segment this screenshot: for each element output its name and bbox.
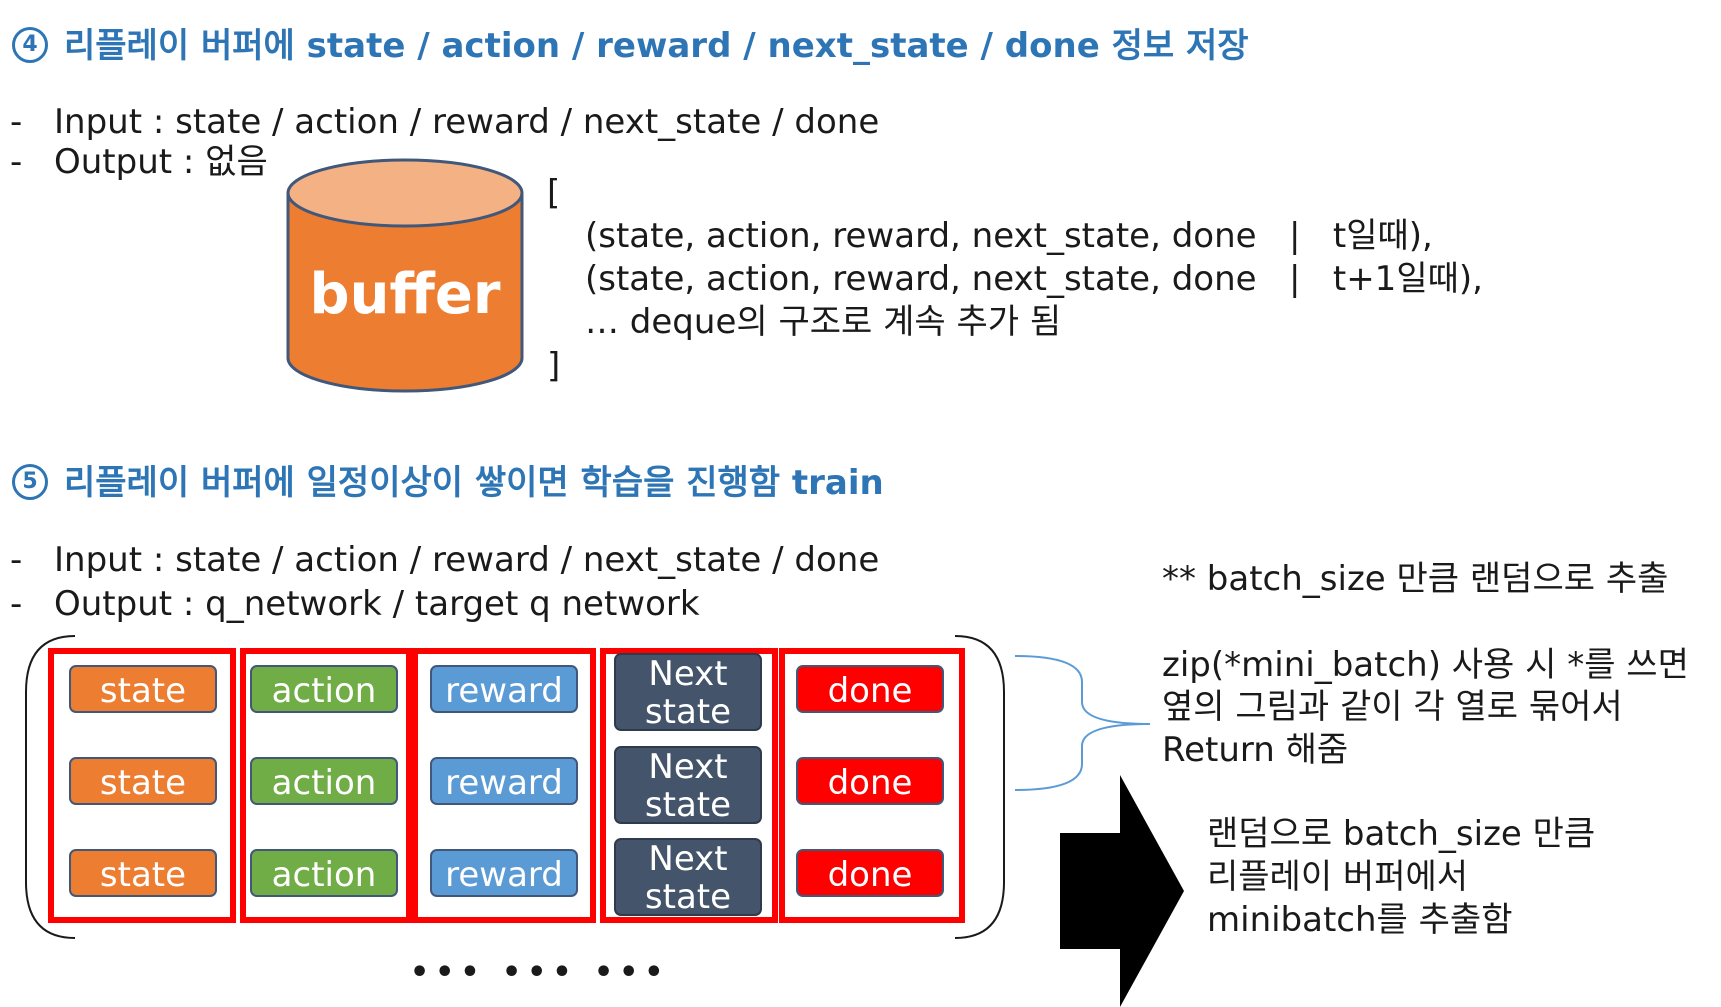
cell-state-3: state [69, 849, 217, 897]
cell-action-1: action [250, 665, 398, 713]
cell-next-state-2: Next state [614, 746, 762, 824]
section4-output: -Output : 없음 [10, 142, 268, 182]
cell-reward-2: reward [430, 757, 578, 805]
big-arrow-icon [1060, 775, 1184, 1007]
note-zip-line-2: 옆의 그림과 같이 각 열로 묶어서 [1162, 687, 1623, 727]
note-arrow-line-1: 랜덤으로 batch_size 만큼 [1207, 814, 1596, 854]
column-frame-state [48, 648, 236, 923]
deque-entry-3: … deque의 구조로 계속 추가 됨 [585, 302, 1062, 342]
cell-reward-3: reward [430, 849, 578, 897]
deque-entry-1: (state, action, reward, next_state, done… [585, 216, 1433, 256]
cell-reward-1: reward [430, 665, 578, 713]
section4-input: -Input : state / action / reward / next_… [10, 102, 880, 142]
deque-entry-2: (state, action, reward, next_state, done… [585, 259, 1483, 299]
cell-done-2: done [796, 757, 944, 805]
section5-output: -Output : q_network / target q network [10, 584, 700, 624]
section5-input: -Input : state / action / reward / next_… [10, 540, 880, 580]
section5-title: 리플레이 버퍼에 일정이상이 쌓이면 학습을 진행함 train [64, 463, 884, 503]
column-frame-next-state [600, 648, 778, 923]
section4-title: 리플레이 버퍼에 state / action / reward / next_… [64, 26, 1249, 66]
section4-number: 4 [12, 26, 48, 63]
note-zip-line-3: Return 해줌 [1162, 730, 1349, 770]
note-arrow-line-3: minibatch를 추출함 [1207, 900, 1513, 940]
cell-action-3: action [250, 849, 398, 897]
bracket-close: ] [547, 346, 561, 386]
section5-number: 5 [12, 463, 48, 500]
buffer-cylinder [286, 158, 524, 393]
cell-action-2: action [250, 757, 398, 805]
section5-heading: 5 리플레이 버퍼에 일정이상이 쌓이면 학습을 진행함 train [12, 455, 884, 504]
cell-state-1: state [69, 665, 217, 713]
more-rows-ellipsis: ••• ••• ••• [410, 955, 670, 990]
cell-next-state-1: Next state [614, 653, 762, 731]
curly-brace [1014, 655, 1151, 791]
buffer-label: buffer [309, 262, 501, 327]
bracket-open: [ [547, 173, 561, 213]
cell-done-3: done [796, 849, 944, 897]
note-batch-size: ** batch_size 만큼 랜덤으로 추출 [1162, 559, 1669, 599]
cell-next-state-3: Next state [614, 838, 762, 916]
column-frame-reward [412, 648, 596, 923]
minibatch-outline [25, 635, 1005, 939]
cell-done-1: done [796, 665, 944, 713]
section4-heading: 4 리플레이 버퍼에 state / action / reward / next… [12, 18, 1249, 67]
column-frame-action [240, 648, 412, 923]
note-arrow-line-2: 리플레이 버퍼에서 [1207, 857, 1469, 897]
note-zip-line-1: zip(*mini_batch) 사용 시 *를 쓰면 [1162, 645, 1689, 685]
cell-state-2: state [69, 757, 217, 805]
column-frame-done [779, 648, 965, 923]
